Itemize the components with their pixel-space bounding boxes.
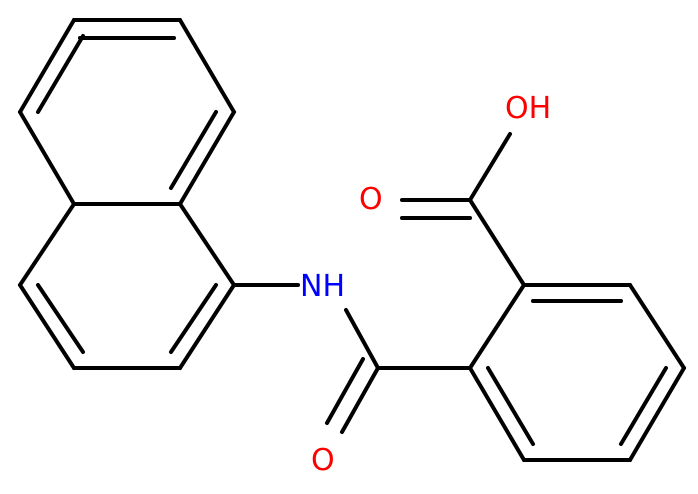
bond xyxy=(18,18,76,114)
bond xyxy=(628,366,686,462)
atom-label-o-acid-carbonyl: O xyxy=(359,182,383,217)
bond xyxy=(169,110,218,190)
bond xyxy=(628,283,686,370)
bond xyxy=(468,132,512,202)
bond xyxy=(178,283,236,370)
atom-label-oh: OH xyxy=(505,91,551,126)
bond xyxy=(325,357,365,425)
bond xyxy=(619,366,668,446)
bond xyxy=(468,198,526,287)
atom-label-o-amide: O xyxy=(311,443,335,478)
bond xyxy=(18,110,76,206)
bond xyxy=(344,308,380,370)
bond xyxy=(468,283,526,370)
bonds xyxy=(18,18,686,462)
bond xyxy=(178,110,236,206)
bond xyxy=(468,366,526,462)
bond xyxy=(178,18,236,114)
bond xyxy=(18,283,76,370)
bond xyxy=(36,283,85,354)
bond xyxy=(486,366,535,446)
atom-label-nh: NH xyxy=(300,269,345,304)
bond xyxy=(18,202,76,287)
atom-labels: NH O OH O xyxy=(300,91,551,478)
bond xyxy=(36,34,85,114)
bond xyxy=(340,366,380,434)
bond xyxy=(178,202,236,287)
bond xyxy=(169,283,218,354)
